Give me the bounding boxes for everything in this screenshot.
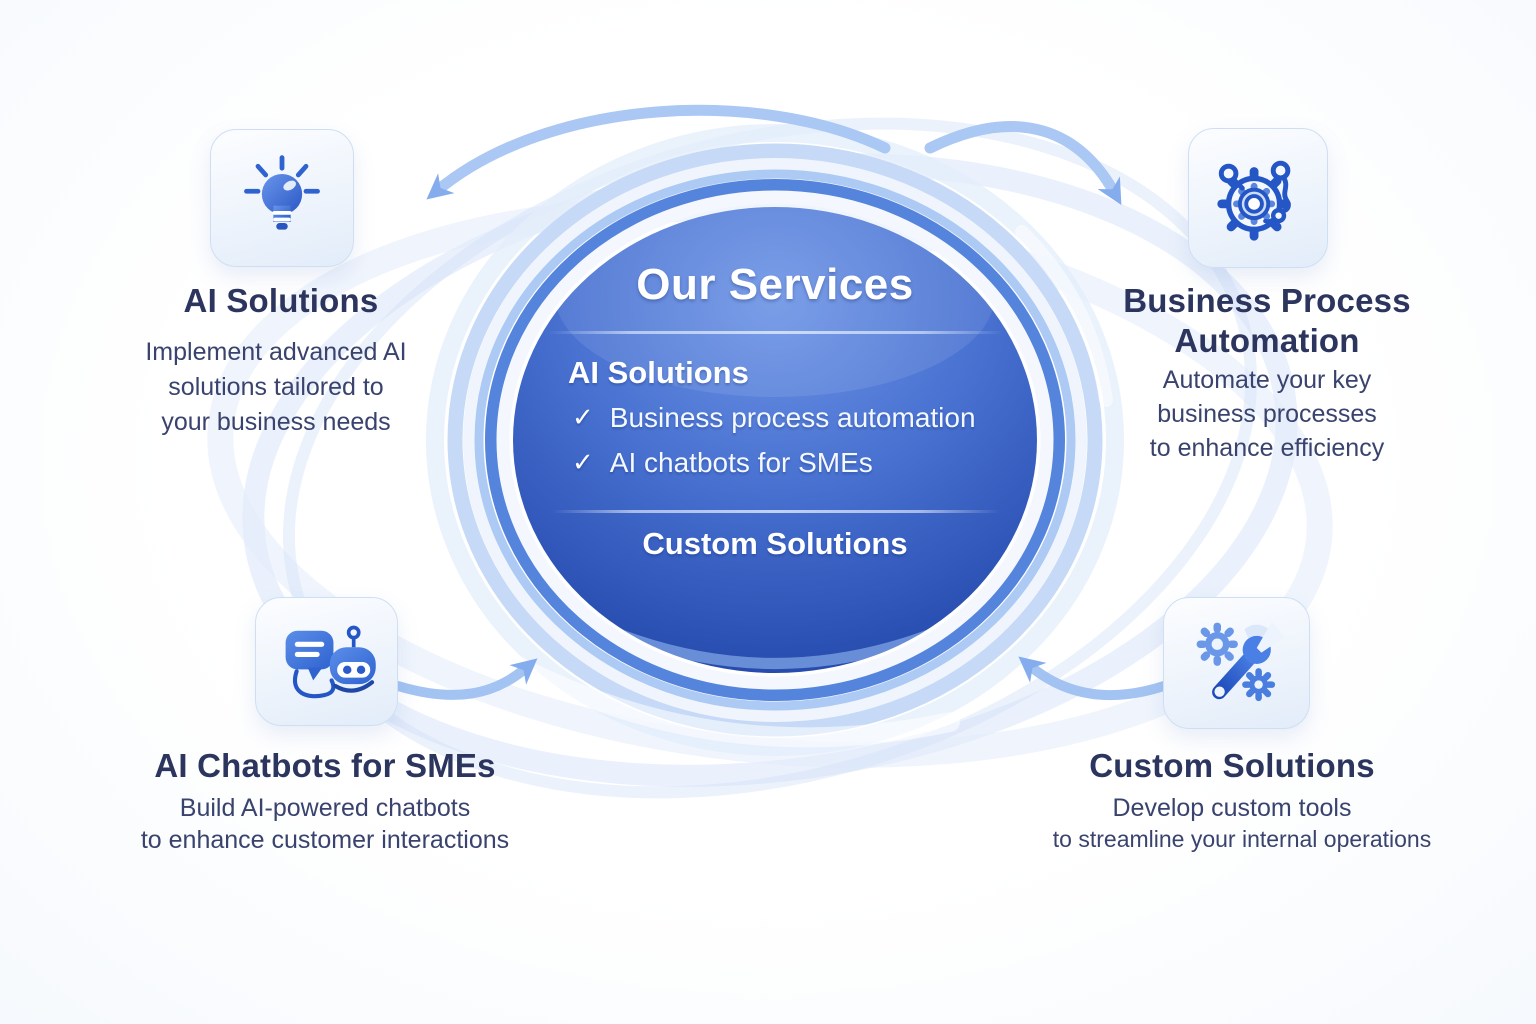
center-footer: Custom Solutions [642, 526, 908, 561]
chatbot-icon [285, 625, 376, 698]
center-list-item: ✓ Business process automation [572, 402, 976, 434]
center-list-item-label: Business process automation [609, 402, 976, 433]
wrench-gears-icon [1196, 621, 1285, 702]
ai-chatbots-desc-line: Build AI-powered chatbots [179, 794, 471, 822]
circle-rings [426, 124, 1124, 756]
business-process-card [1188, 128, 1328, 268]
center-circle [513, 207, 1037, 673]
divider [552, 510, 1000, 513]
arrow-top-right [924, 121, 1122, 206]
arrow-bottom-left [393, 658, 538, 700]
business-process-desc-line: business processes [1157, 400, 1377, 428]
ring-highlights [470, 225, 1113, 748]
custom-solutions-desc-line: to streamline your internal operations [1052, 826, 1432, 852]
business-process-desc-line: Automate your key [1162, 366, 1372, 394]
arrow-bottom-right [1018, 656, 1169, 700]
ai-chatbots-card [255, 597, 398, 726]
arrow-top-left [426, 104, 891, 200]
lightbulb-icon [244, 155, 320, 230]
ai-solutions-desc-line: Implement advanced AI [145, 338, 407, 366]
ai-chatbots-heading: AI Chatbots for SMEs [154, 747, 496, 784]
business-process-heading: Business Process Automation [1123, 282, 1411, 359]
center-list-heading: AI Solutions [568, 355, 749, 390]
business-process-desc-line: to enhance efficiency [1149, 434, 1385, 462]
ai-solutions-heading: AI Solutions [183, 282, 379, 319]
center-title: Our Services [636, 260, 914, 309]
center-list-item-label: AI chatbots for SMEs [609, 447, 873, 478]
custom-solutions-desc-line: Develop custom tools [1112, 794, 1352, 822]
ai-solutions-desc-line: solutions tailored to [168, 373, 384, 401]
custom-solutions-card [1163, 597, 1310, 729]
custom-solutions-heading: Custom Solutions [1089, 747, 1375, 784]
center-list-item: ✓ AI chatbots for SMEs [572, 447, 873, 479]
ai-solutions-desc-line: your business needs [161, 408, 391, 436]
process-gear-icon [1217, 160, 1291, 241]
check-icon: ✓ [572, 447, 594, 477]
divider [548, 331, 1003, 334]
ai-chatbots-desc-line: to enhance customer interactions [140, 826, 510, 854]
check-icon: ✓ [572, 402, 594, 432]
ai-solutions-card [210, 129, 354, 267]
